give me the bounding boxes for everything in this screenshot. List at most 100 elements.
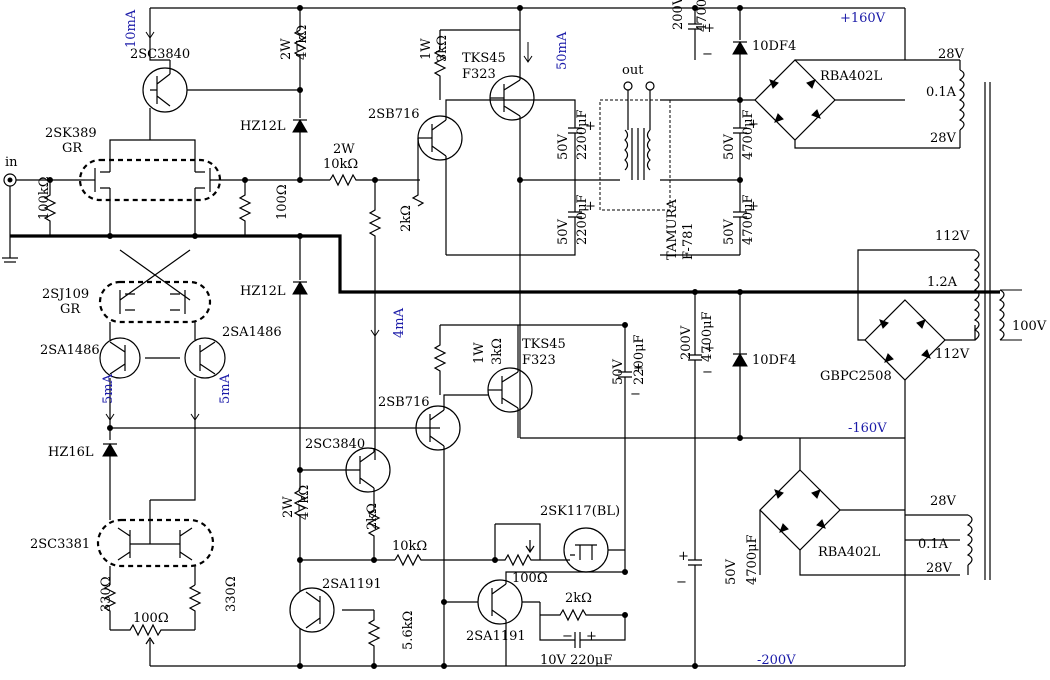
resistor-2k-fb: 2kΩ	[540, 591, 625, 622]
svg-text:330Ω: 330Ω	[99, 576, 114, 612]
svg-text:RBA402L: RBA402L	[820, 69, 883, 84]
svg-text:4700μF: 4700μF	[741, 194, 756, 245]
svg-text:112V: 112V	[935, 347, 970, 362]
svg-text:HZ16L: HZ16L	[48, 445, 94, 460]
svg-text:100Ω: 100Ω	[133, 611, 169, 626]
svg-text:2W: 2W	[281, 496, 296, 518]
svg-text:5mA: 5mA	[218, 373, 233, 404]
winding-3	[966, 514, 973, 566]
svg-text:2SA1191: 2SA1191	[322, 577, 382, 592]
output-label: out	[622, 63, 644, 78]
svg-text:GBPC2508: GBPC2508	[820, 369, 892, 384]
resistor-2k-mid: 2kΩ	[368, 180, 425, 258]
svg-text:3kΩ: 3kΩ	[435, 35, 450, 62]
rail-neg-200: -200V	[757, 653, 796, 668]
zener-hz12l-top: HZ12L	[240, 119, 308, 134]
svg-text:2200μF: 2200μF	[575, 194, 590, 245]
ground-symbol-left	[2, 257, 18, 263]
svg-text:HZ12L: HZ12L	[240, 119, 286, 134]
rail-pos-160: +160V	[840, 11, 886, 26]
svg-text:−: −	[630, 387, 641, 402]
resistor-10k: 10kΩ	[392, 539, 495, 567]
input-label: in	[5, 155, 18, 170]
transistor-2sa1191-left: 2SA1191	[289, 577, 382, 633]
potentiometer-100[interactable]: 100Ω	[110, 611, 195, 650]
output-transformer: out TAMURA F-781	[599, 63, 696, 260]
svg-text:10DF4: 10DF4	[752, 353, 796, 368]
transistor-2sa1486-right: 2SA1486	[184, 325, 282, 379]
svg-text:3kΩ: 3kΩ	[490, 338, 505, 365]
svg-text:2200μF: 2200μF	[632, 334, 647, 385]
resistor-10k-2w: 2W 10kΩ	[323, 142, 420, 187]
svg-text:+: +	[678, 549, 689, 564]
svg-text:4700μF: 4700μF	[700, 311, 715, 362]
svg-text:2SC3381: 2SC3381	[30, 537, 90, 552]
svg-text:TKS45: TKS45	[522, 337, 566, 352]
svg-text:2kΩ: 2kΩ	[565, 591, 592, 606]
capacitor-50v-2200-e: + − 50V 2200μF	[611, 334, 647, 402]
transistor-2sa1486-left: 2SA1486	[40, 337, 141, 379]
svg-text:1.2A: 1.2A	[927, 275, 958, 290]
capacitor-50v-2200-b: + 50V 2200μF	[556, 194, 596, 245]
transistor-pair-2sc3381: 2SC3381	[30, 500, 215, 568]
capacitor-50v-2200-a: + 50V 2200μF	[556, 109, 596, 160]
svg-text:4700μF: 4700μF	[745, 534, 760, 585]
jfet-pair-2sk389: 2SK389 GR	[45, 126, 235, 202]
svg-text:2SK117(BL): 2SK117(BL)	[540, 504, 620, 519]
resistor-5k6: 5.6kΩ	[367, 610, 416, 666]
jfet-2sk117: 2SK117(BL)	[540, 504, 620, 573]
winding-1	[958, 69, 965, 131]
svg-text:F-781: F-781	[681, 222, 696, 260]
svg-text:F323: F323	[522, 353, 556, 368]
svg-text:200V: 200V	[679, 325, 694, 360]
svg-text:10DF4: 10DF4	[752, 39, 796, 54]
input-jack[interactable]: in	[3, 155, 18, 187]
svg-text:RBA402L: RBA402L	[818, 545, 881, 560]
svg-text:47kΩ: 47kΩ	[297, 485, 312, 520]
svg-text:100kΩ: 100kΩ	[37, 177, 52, 220]
svg-text:+: +	[585, 119, 596, 134]
bridge-gbpc2508: GBPC2508	[820, 299, 946, 384]
resistor-100: 100Ω	[238, 180, 290, 236]
svg-text:4mA: 4mA	[392, 307, 407, 338]
svg-text:+: +	[704, 21, 715, 36]
transistor-2sa1191-right: 2SA1191	[466, 579, 526, 644]
svg-text:4700μF: 4700μF	[695, 0, 710, 32]
resistor-2k-low: 2kΩ	[365, 503, 381, 560]
transistor-tks45-bot: TKS45 F323	[487, 337, 566, 413]
svg-text:+: +	[704, 341, 715, 356]
label-2sk389: 2SK389	[45, 126, 97, 141]
svg-text:50mA: 50mA	[555, 31, 570, 70]
resistor-330-right: 330Ω	[188, 576, 239, 630]
svg-text:+: +	[748, 199, 759, 214]
svg-text:+: +	[633, 361, 644, 376]
svg-text:0.1A: 0.1A	[926, 85, 957, 100]
svg-text:2SA1486: 2SA1486	[222, 325, 282, 340]
primary-voltage: 100V	[1012, 319, 1047, 334]
svg-text:4700μF: 4700μF	[741, 109, 756, 160]
svg-text:28V: 28V	[926, 561, 953, 576]
junction-dots	[47, 5, 743, 669]
capacitor-10v-220: − + 10V 220μF	[540, 629, 612, 668]
svg-text:200V: 200V	[671, 0, 686, 30]
svg-text:−: −	[702, 365, 713, 380]
svg-text:2SJ109: 2SJ109	[42, 287, 89, 302]
svg-text:2SA1191: 2SA1191	[466, 629, 526, 644]
svg-text:−: −	[676, 575, 687, 590]
svg-text:50V: 50V	[556, 133, 571, 160]
diode-10df4-top: 10DF4	[732, 39, 796, 55]
svg-text:−: −	[702, 47, 713, 62]
svg-text:5mA: 5mA	[101, 373, 116, 404]
pjfet-pair-2sj109: 2SJ109 GR	[42, 249, 212, 324]
svg-text:2W: 2W	[279, 38, 294, 60]
transistor-2sc3840-top: 2SC3840	[130, 47, 190, 113]
svg-text:28V: 28V	[930, 494, 957, 509]
svg-text:100Ω: 100Ω	[275, 184, 290, 220]
bridge-rba402l-bot: RBA402L	[759, 469, 881, 560]
svg-text:2SB716: 2SB716	[378, 395, 430, 410]
trimmer-100[interactable]: 100Ω	[495, 540, 565, 586]
svg-text:28V: 28V	[938, 47, 965, 62]
svg-text:GR: GR	[60, 302, 81, 317]
capacitor-200v-4700-bot: + − 200V 4700μF	[679, 311, 715, 380]
